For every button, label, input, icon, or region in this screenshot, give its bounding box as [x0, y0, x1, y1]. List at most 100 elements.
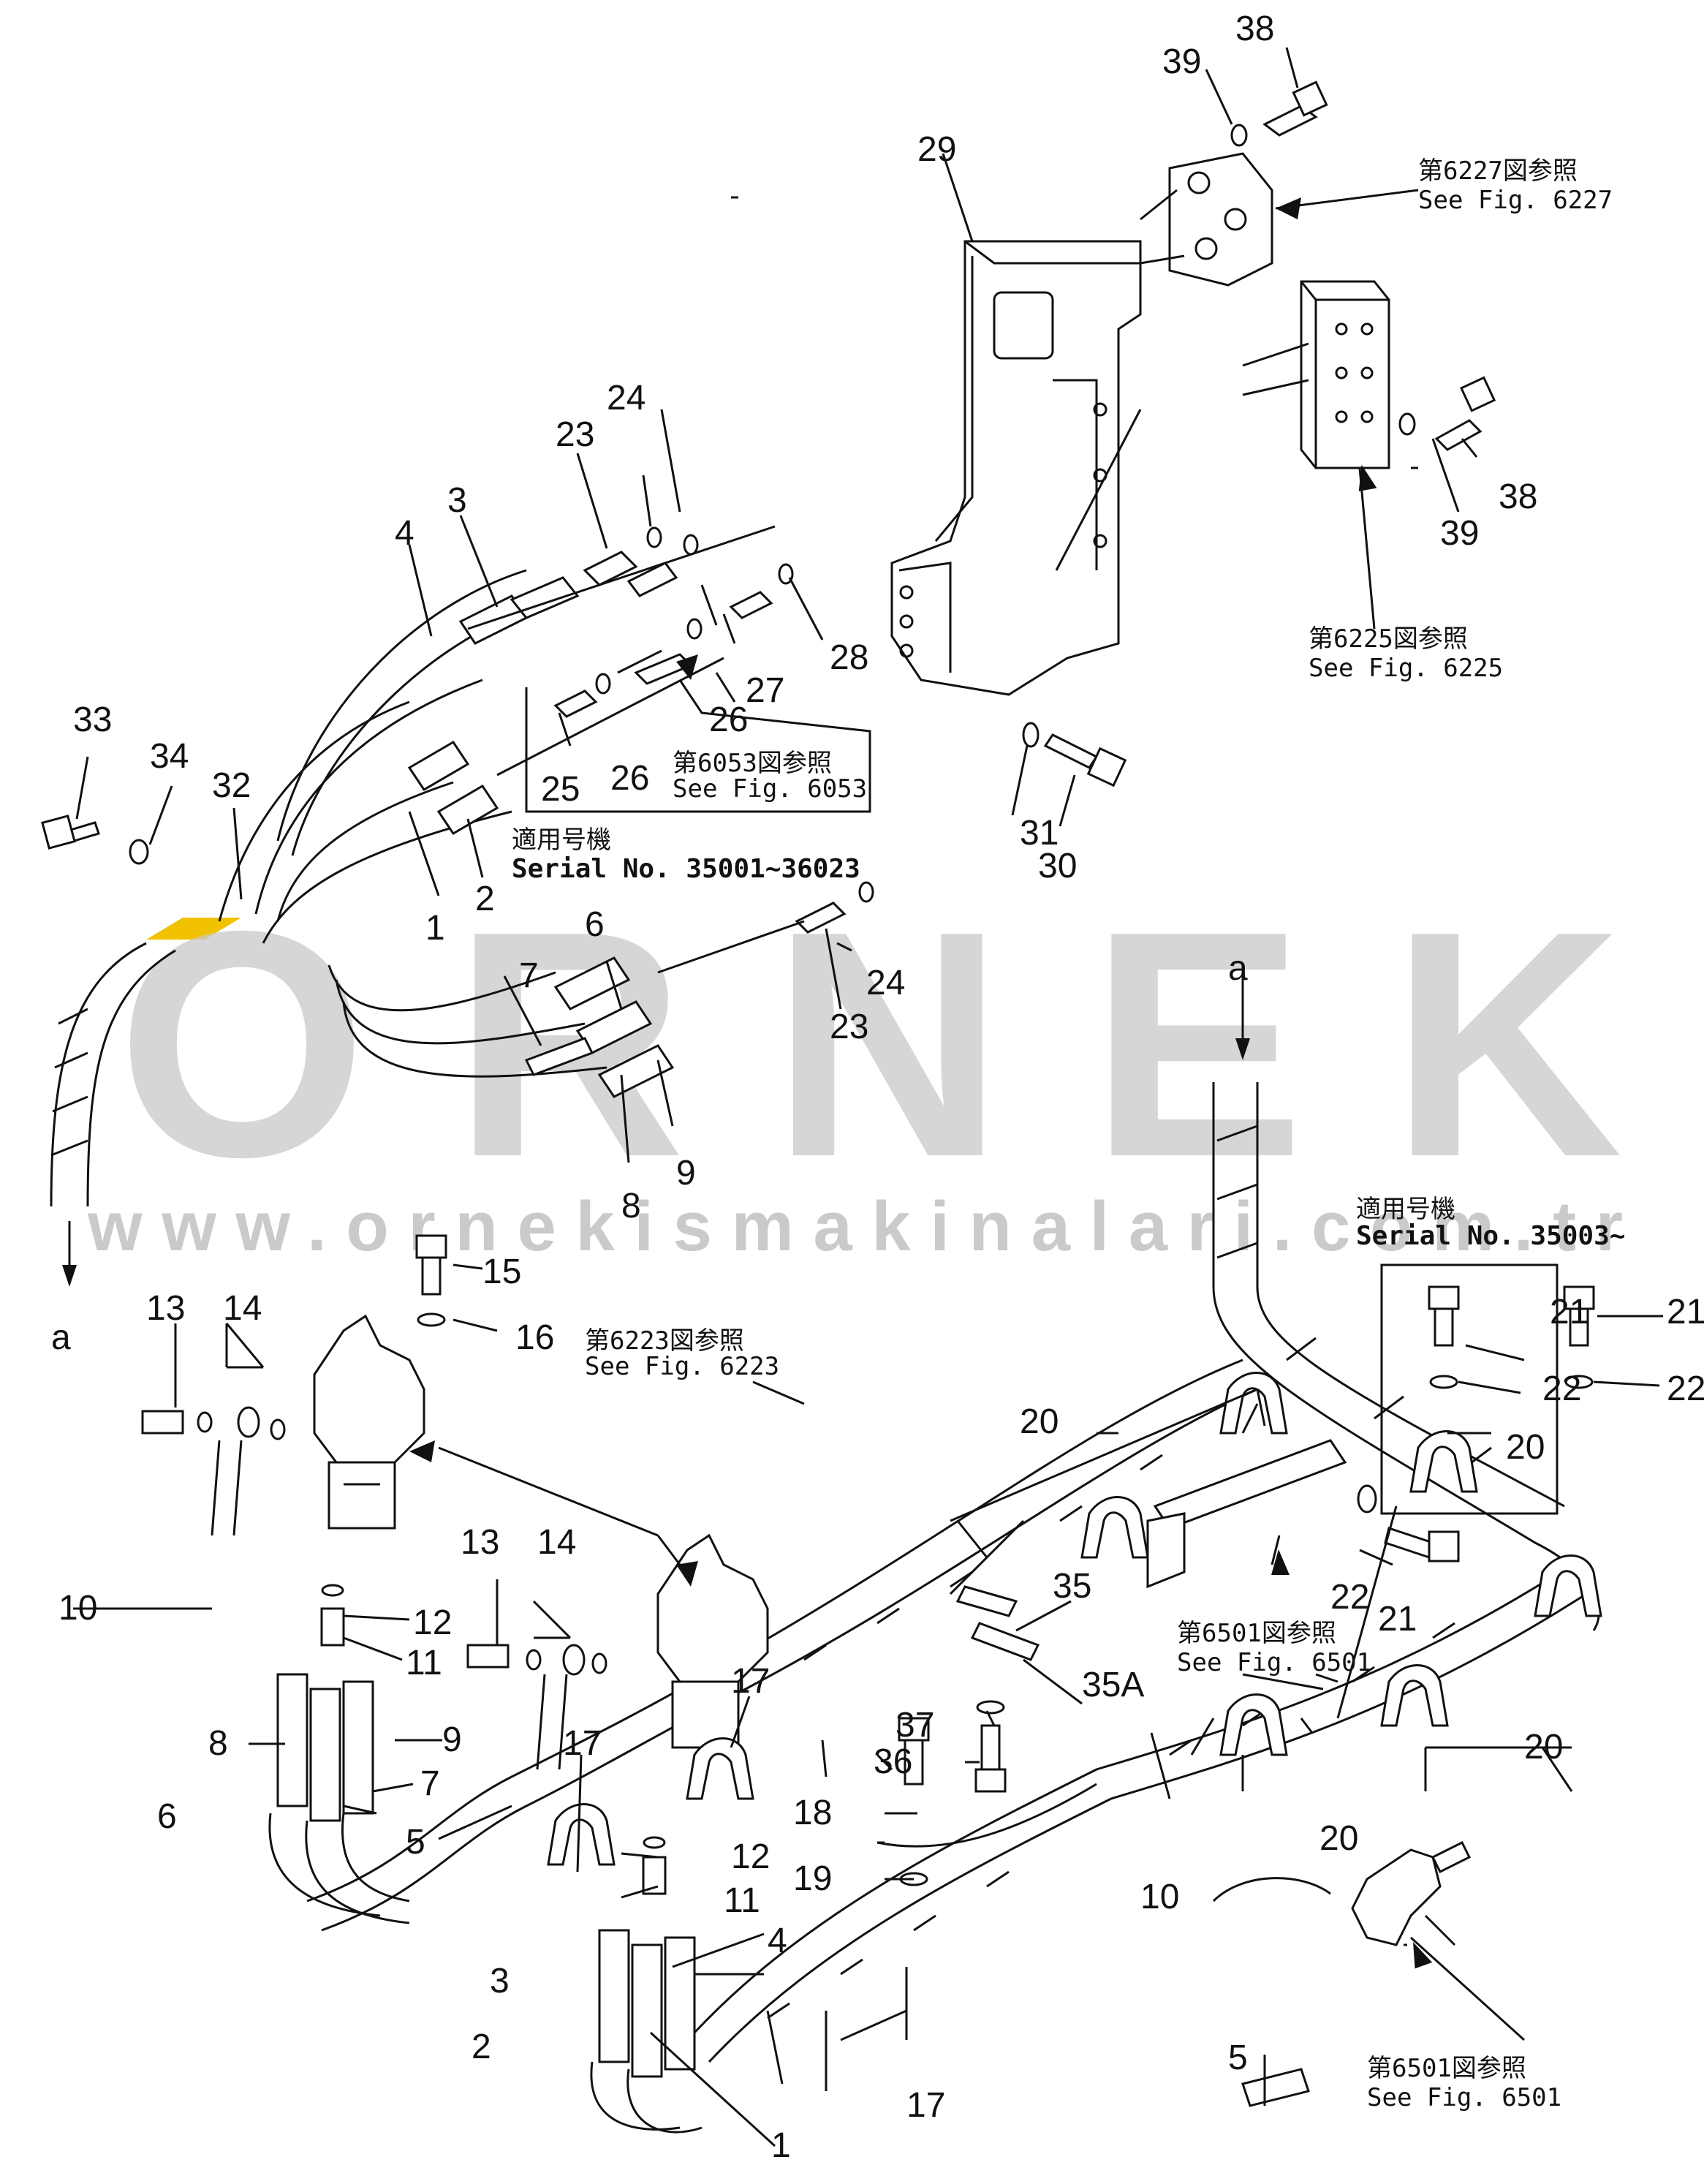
- ref-6501b-en: See Fig. 6501: [1367, 2083, 1561, 2112]
- label-17-right: 17: [731, 1662, 770, 1701]
- pipe-6501: [1146, 1403, 1347, 1589]
- elbow-fitting-6501: [1212, 1840, 1472, 2107]
- label-21-right: 21: [1667, 1293, 1704, 1331]
- label-29: 29: [917, 130, 956, 169]
- serial-2-en: Serial No. 35003~: [1356, 1221, 1625, 1251]
- label-9-top: 9: [676, 1154, 696, 1193]
- wrapped-bundle-left: [50, 942, 176, 1287]
- label-17-left: 17: [563, 1724, 602, 1763]
- label-22-mid: 22: [1330, 1578, 1369, 1617]
- label-39-right: 39: [1440, 514, 1479, 553]
- marker-a-left: a: [51, 1318, 71, 1357]
- serial-box-upper: [525, 679, 871, 813]
- label-25: 25: [541, 770, 580, 809]
- label-27: 27: [746, 671, 784, 710]
- label-2-lower: 2: [472, 2028, 491, 2066]
- ref-6223-en: See Fig. 6223: [585, 1352, 779, 1381]
- label-8-top: 8: [621, 1187, 641, 1225]
- label-7-lower: 7: [420, 1764, 440, 1803]
- bracket-29: [890, 240, 1142, 696]
- label-21-left: 21: [1550, 1293, 1588, 1331]
- label-8-lower: 8: [208, 1724, 228, 1763]
- label-37: 37: [895, 1706, 934, 1745]
- label-16: 16: [515, 1318, 554, 1357]
- label-35: 35: [1053, 1567, 1091, 1606]
- serial-box-lower: [1380, 1263, 1559, 1515]
- label-20-right: 20: [1524, 1728, 1563, 1767]
- ref-6227-jp: 第6227図参照: [1418, 156, 1578, 186]
- label-12-mid: 12: [731, 1837, 770, 1876]
- label-3-top: 3: [447, 481, 467, 520]
- label-4-lower: 4: [768, 1922, 787, 1960]
- label-10-lower: 10: [1140, 1878, 1179, 1916]
- label-28: 28: [830, 638, 868, 677]
- ref-6053-jp: 第6053図参照: [673, 749, 832, 778]
- ref-6225-jp: 第6225図参照: [1309, 624, 1468, 654]
- label-35a: 35A: [1082, 1666, 1144, 1704]
- label-26-right: 26: [709, 700, 748, 739]
- leader-lines: [73, 47, 1663, 2147]
- label-36: 36: [874, 1742, 912, 1781]
- label-38-top: 38: [1235, 10, 1274, 48]
- label-26-left: 26: [610, 759, 649, 798]
- label-5-lower: 5: [1228, 2038, 1248, 2077]
- part-labels: 38 39 29 24 23 3 4 28 27 26 26 25 33 34 …: [58, 10, 1704, 2165]
- label-24-mid: 24: [866, 964, 905, 1002]
- label-31: 31: [1020, 814, 1059, 853]
- label-20-lower: 20: [1319, 1819, 1358, 1858]
- label-38-right: 38: [1499, 477, 1537, 516]
- label-14-mid: 14: [537, 1523, 576, 1562]
- ref-6501a-en: See Fig. 6501: [1177, 1648, 1371, 1677]
- label-22-left: 22: [1542, 1369, 1581, 1408]
- ref-6501b-jp: 第6501図参照: [1367, 2054, 1526, 2083]
- watermark-accent-shape: [146, 918, 241, 940]
- serial-1-en: Serial No. 35001~36023: [512, 854, 860, 884]
- label-23-mid: 23: [830, 1008, 868, 1046]
- serial-notes: 適用号機 Serial No. 35001~36023 適用号機 Serial …: [512, 825, 1625, 1251]
- label-10-left: 10: [58, 1589, 97, 1628]
- label-21-mid: 21: [1378, 1600, 1417, 1639]
- label-33: 33: [73, 700, 112, 739]
- watermark-brand: ORNEK: [117, 865, 1623, 1224]
- label-6-lower: 6: [157, 1797, 177, 1836]
- label-14-left: 14: [223, 1289, 262, 1328]
- label-1-top: 1: [425, 909, 445, 948]
- label-23-top: 23: [556, 415, 594, 454]
- label-34: 34: [150, 737, 189, 776]
- ref-6223-jp: 第6223図参照: [585, 1326, 744, 1356]
- label-4-top: 4: [395, 514, 414, 553]
- ref-6501a-jp: 第6501図参照: [1177, 1619, 1336, 1648]
- marker-a-right: a: [1228, 949, 1248, 988]
- label-18: 18: [793, 1794, 832, 1832]
- label-7-top: 7: [519, 956, 539, 995]
- label-11-left: 11: [406, 1644, 442, 1682]
- pilot-valve-right: [656, 1533, 769, 1749]
- pilot-valve-left: [313, 1314, 425, 1530]
- serial-2-jp: 適用号機: [1356, 1195, 1455, 1224]
- label-17-bottom: 17: [906, 2086, 945, 2125]
- reference-arrows: [409, 197, 1433, 1969]
- fittings-lower: [141, 1406, 667, 1895]
- label-11-mid: 11: [724, 1881, 760, 1920]
- label-19: 19: [793, 1859, 832, 1898]
- label-32: 32: [212, 766, 251, 805]
- hose-group-lower-center: [590, 1929, 703, 2134]
- label-9-lower: 9: [442, 1720, 462, 1759]
- label-30: 30: [1038, 847, 1077, 885]
- label-20-box: 20: [1506, 1428, 1545, 1467]
- label-13-left: 13: [146, 1289, 185, 1328]
- label-13-mid: 13: [461, 1523, 499, 1562]
- label-3-lower: 3: [490, 1962, 510, 2000]
- ref-6053-en: See Fig. 6053: [673, 774, 867, 804]
- label-15: 15: [482, 1252, 521, 1291]
- ref-6225-en: See Fig. 6225: [1309, 654, 1503, 683]
- label-22-right: 22: [1667, 1369, 1704, 1408]
- valve-block-6227: [1140, 152, 1273, 287]
- label-6-top: 6: [585, 905, 605, 944]
- label-24-top: 24: [607, 379, 645, 417]
- reference-notes: 第6227図参照 See Fig. 6227 第6225図参照 See Fig.…: [585, 156, 1613, 2112]
- label-39-top: 39: [1162, 42, 1201, 81]
- label-5-left: 5: [406, 1823, 425, 1862]
- label-2-top: 2: [475, 880, 495, 918]
